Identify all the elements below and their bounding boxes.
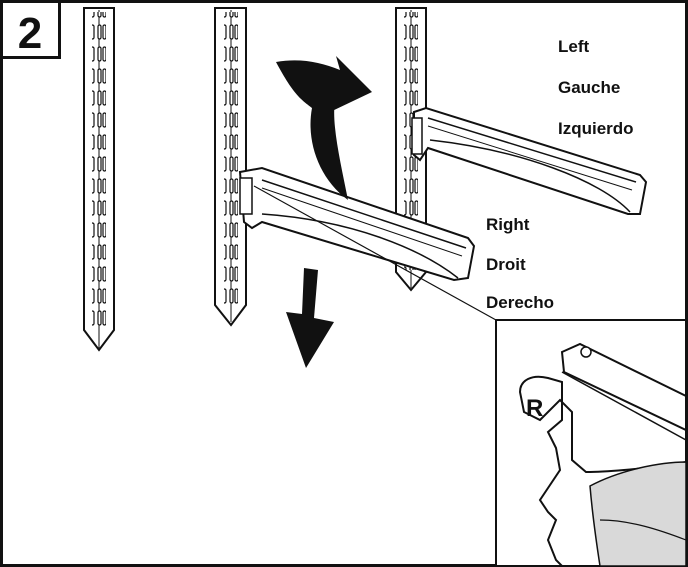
label-left-es: Izquierdo bbox=[558, 119, 634, 138]
label-right-fr: Droit bbox=[486, 255, 526, 274]
label-left-en: Left bbox=[558, 37, 590, 56]
label-right-en: Right bbox=[486, 215, 530, 234]
step-number-box: 2 bbox=[2, 2, 60, 59]
inset-marker-r: R bbox=[526, 395, 543, 422]
label-left-fr: Gauche bbox=[558, 78, 620, 97]
step-number: 2 bbox=[18, 9, 42, 58]
detail-inset: R bbox=[496, 320, 686, 566]
wall-standard-2 bbox=[215, 8, 246, 325]
label-right-es: Derecho bbox=[486, 293, 554, 312]
wall-standard-1 bbox=[84, 8, 114, 350]
